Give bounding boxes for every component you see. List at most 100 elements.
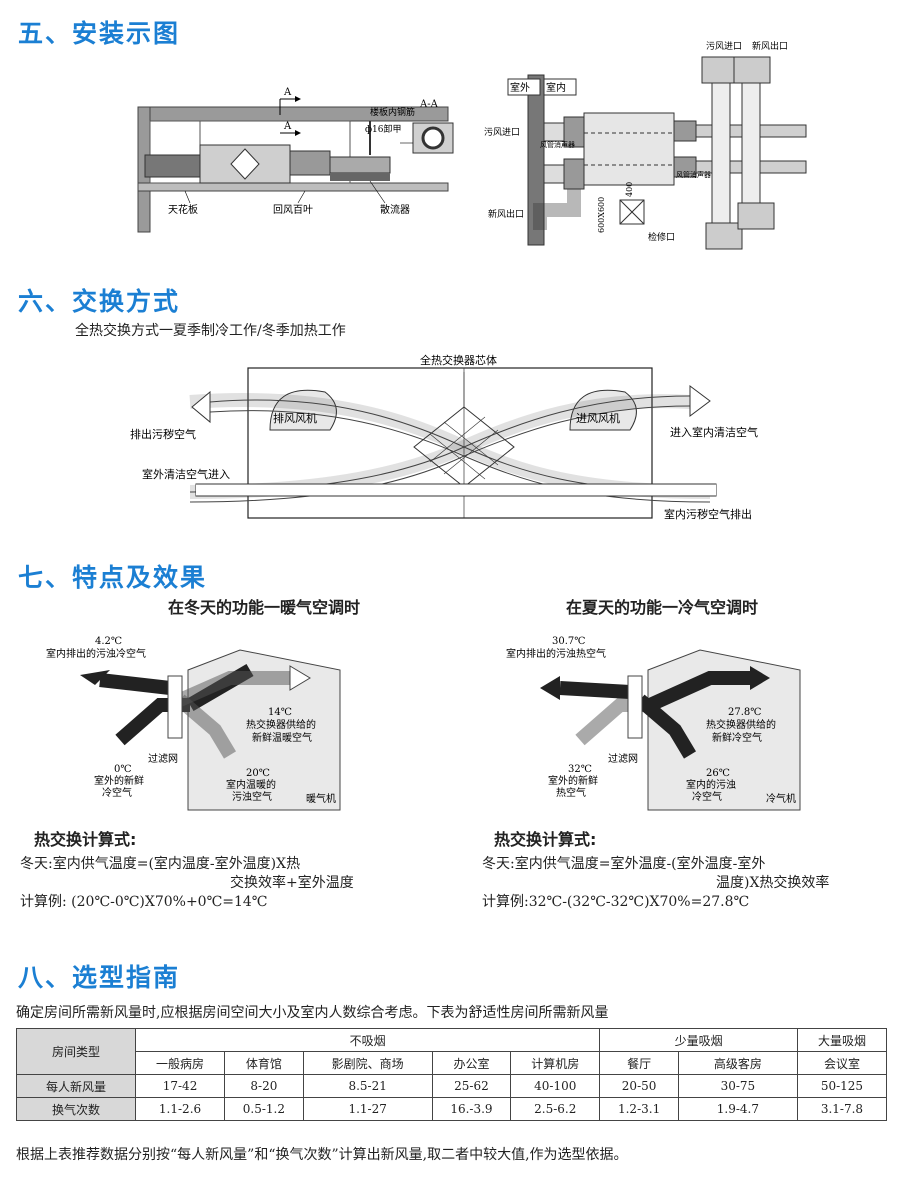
header-room-computer: 计算机房 [510,1051,601,1075]
header-group-light-smoking: 少量吸烟 [599,1028,798,1052]
exchange-flow-diagram: 全热交换器芯体 排风风机 进风风机 排出污秽空气 进入室内清洁空气 室外清洁空气… [130,353,758,521]
table-row: 每人新风量 17-42 8-20 8.5-21 25-62 40-100 20-… [16,1074,888,1098]
fresh-air-table: 房间类型 不吸烟 少量吸烟 大量吸烟 一般病房 体育馆 影剧院、商场 办公室 计… [16,1028,888,1121]
winter-formula-line-1: 冬天:室内供气温度=(室内温度-室外温度)X热 [20,856,301,872]
summer-supply-label-1: 热交换器供给的 [706,718,776,731]
label-fresh-outlet-top: 新风出口 [752,40,788,52]
winter-exhaust-label: 室内排出的污浊冷空气 [46,647,146,660]
header-room-gym: 体育馆 [224,1051,304,1075]
label-muffler-1: 风管消声器 [540,140,575,149]
summer-temp-indoor: 26℃ [706,768,730,779]
header-room-suite: 高级客房 [677,1051,798,1075]
winter-temp-supply: 14℃ [268,707,292,718]
header-room-restaurant: 餐厅 [599,1051,679,1075]
winter-indoor-label-2: 污浊空气 [232,790,272,803]
winter-heat-exchange-diagram: 4.2℃ 室内排出的污浊冷空气 14℃ 热交换器供给的 新鲜温暖空气 过滤网 0… [46,636,341,811]
label-bolt: ф16卸甲 [365,123,402,135]
winter-outdoor-label-2: 冷空气 [102,786,132,799]
header-room-type: 房间类型 [16,1028,136,1075]
table-cell: 1.9-4.7 [677,1097,798,1121]
winter-temp-indoor: 20℃ [246,768,270,779]
label-rebar: 楼板内钢筋 [370,106,415,118]
label-dirty-inlet-left: 污风进口 [484,126,520,138]
summer-heat-exchange-diagram: 30.7℃ 室内排出的污浊热空气 27.8℃ 热交换器供给的 新鲜冷空气 过滤网… [506,636,801,811]
label-ceiling: 天花板 [168,203,198,216]
table-cell: 30-75 [677,1074,798,1098]
winter-calc-title: 热交换计算式: [34,830,137,849]
label-muffler-2: 风管消声器 [676,170,711,179]
summer-temp-outdoor: 32℃ [568,764,592,775]
table-cell: 2.5-6.2 [510,1097,601,1121]
section-mark-aa: A-A [419,99,439,110]
label-dim-400: 400 [625,182,634,197]
table-cell: 20-50 [599,1074,679,1098]
label-exchange-core: 全热交换器芯体 [420,353,497,367]
summer-exhaust-label: 室内排出的污浊热空气 [506,647,606,660]
summer-calc-title: 热交换计算式: [494,830,597,849]
summer-filter-label: 过滤网 [608,752,638,765]
label-indoor-dirty-air-out: 室内污秽空气排出 [664,507,752,521]
label-return-louver: 回风百叶 [273,204,313,216]
summer-machine-label: 冷气机 [766,792,796,805]
header-room-office: 办公室 [431,1051,512,1075]
label-exhaust-fan: 排风风机 [273,411,317,425]
winter-supply-label-2: 新鲜温暖空气 [252,731,312,744]
summer-indoor-label-1: 室内的污浊 [686,778,736,791]
label-supply-clean-air: 进入室内清洁空气 [670,425,758,439]
summer-formula-line-1: 冬天:室内供气温度=室外温度-(室外温度-室外 [482,856,766,872]
summer-outdoor-label-1: 室外的新鲜 [548,774,598,787]
table-row: 换气次数 1.1-2.6 0.5-1.2 1.1-27 16.-3.9 2.5-… [16,1097,888,1121]
section-title-features: 七、特点及效果 [18,563,208,592]
header-room-theater: 影剧院、商场 [302,1051,433,1075]
table-cell: 0.5-1.2 [224,1097,304,1121]
table-cell: 17-42 [134,1074,226,1098]
label-diffuser: 散流器 [380,203,410,216]
selection-footer-note: 根据上表推荐数据分别按“每人新风量”和“换气次数”计算出新风量,取二者中较大值,… [16,1147,628,1163]
winter-temp-outdoor: 0℃ [114,764,132,775]
summer-supply-label-2: 新鲜冷空气 [712,731,762,744]
table-cell: 1.2-3.1 [599,1097,679,1121]
table-cell: 1.1-2.6 [134,1097,226,1121]
ceiling-installation-diagram: A A A-A 楼板内钢筋 ф16卸甲 天花板 回风百叶 散流器 [137,87,454,233]
plan-installation-diagram: 室外 室内 污风进口 新风出口 污风进口 新风出口 风管消声器 风管消声器 40… [484,40,807,250]
winter-calc-example: 计算例: (20℃-0℃)X70%+0℃=14℃ [20,894,268,910]
label-discharge-dirty-air: 排出污秽空气 [130,427,196,441]
winter-supply-label-1: 热交换器供给的 [246,718,316,731]
winter-indoor-label-1: 室内温暖的 [226,778,276,791]
header-group-no-smoking: 不吸烟 [134,1028,601,1052]
summer-calc-example: 计算例:32℃-(32℃-32℃)X70%=27.8℃ [482,894,750,910]
section-mark-a-1: A [283,87,292,98]
table-cell: 8-20 [224,1074,304,1098]
section-title-installation: 五、安装示图 [18,19,181,48]
label-access-port: 检修口 [648,231,675,243]
winter-filter-label: 过滤网 [148,752,178,765]
summer-heading: 在夏天的功能一冷气空调时 [566,598,759,617]
header-group-heavy-smoking: 大量吸烟 [796,1028,888,1052]
label-dim-600: 600X600 [597,197,606,233]
table-cell: 1.1-27 [302,1097,433,1121]
summer-temp-exhaust: 30.7℃ [552,636,585,647]
header-room-ward: 一般病房 [134,1051,226,1075]
summer-indoor-label-2: 冷空气 [692,790,722,803]
winter-outdoor-label-1: 室外的新鲜 [94,774,144,787]
winter-heading: 在冬天的功能一暖气空调时 [168,598,361,617]
selection-intro: 确定房间所需新风量时,应根据房间空间大小及室内人数综合考虑。下表为舒适性房间所需… [16,1005,609,1021]
summer-outdoor-label-2: 热空气 [556,786,586,799]
table-cell: 50-125 [796,1074,888,1098]
row-label-fresh-air-per-person: 每人新风量 [16,1074,136,1098]
label-fresh-outlet-left: 新风出口 [488,208,524,220]
table-cell: 8.5-21 [302,1074,433,1098]
summer-temp-supply: 27.8℃ [728,707,761,718]
winter-formula-line-2: 交换效率+室外温度 [230,875,354,891]
exchange-mode-subtitle: 全热交换方式一夏季制冷工作/冬季加热工作 [75,323,346,339]
label-supply-fan: 进风风机 [576,411,620,425]
row-label-air-changes: 换气次数 [16,1097,136,1121]
table-cell: 25-62 [431,1074,512,1098]
label-outdoor: 室外 [510,81,530,94]
section-title-selection-guide: 八、选型指南 [18,963,181,992]
label-outdoor-clean-air-in: 室外清洁空气进入 [142,467,230,481]
header-room-meeting: 会议室 [796,1051,888,1075]
table-cell: 40-100 [510,1074,601,1098]
summer-formula-line-2: 温度)X热交换效率 [716,875,830,891]
section-mark-a-2: A [283,121,292,132]
